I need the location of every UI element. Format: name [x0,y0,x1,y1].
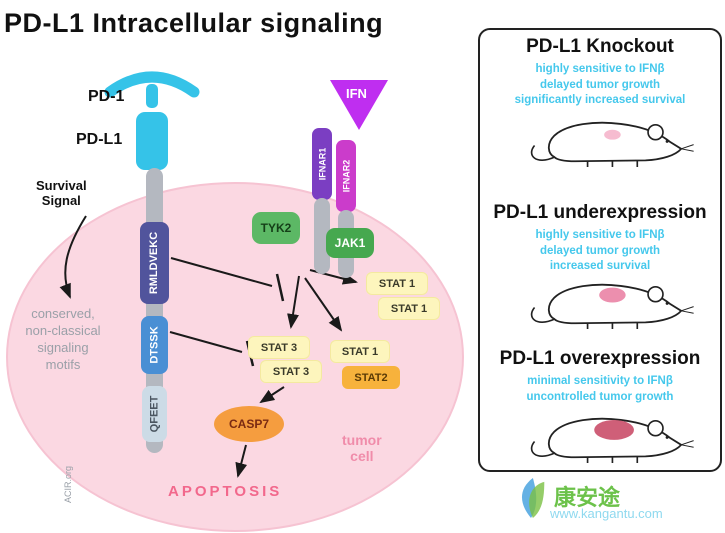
mouse-whiskers [681,440,694,448]
mouse-eye [665,301,669,305]
ifnar1-receptor: IFNAR1 [312,128,332,200]
logo-leaf-green [529,481,545,518]
note-line: increased survival [549,260,651,273]
section-notes-knockout: highly sensitive to IFNβ delayed tumor g… [480,62,720,109]
note-line: minimal sensitivity to IFNβ [527,375,673,387]
mouse-ear [647,123,664,141]
mouse-legs [586,456,639,464]
pdl1-label: PD-L1 [76,131,123,148]
mouse-legs [586,160,639,168]
jak1-kinase: JAK1 [326,228,374,258]
section-notes-underexpression: highly sensitive to IFNβ delayed tumor g… [480,228,720,275]
pd1-label: PD-1 [88,88,125,105]
note-line: delayed tumor growth [539,244,661,257]
stat1-molecule: STAT 1 [330,340,390,363]
mouse-illustration-knockout [530,121,694,168]
phenotype-panel: PD-L1 Knockout highly sensitive to IFNβ … [478,28,722,472]
section-notes-overexpression: minimal sensitivity to IFNβ uncontrolled… [480,374,720,405]
tumor-spot [599,287,626,303]
mouse-ear [647,285,664,303]
ifnar2-receptor: IFNAR2 [336,140,356,212]
tumor-spot [594,419,634,440]
stat1-molecule: STAT 1 [366,272,428,295]
note-line: highly sensitive to IFNβ [535,63,665,75]
stat3-molecule: STAT 3 [248,336,310,359]
mouse-illustration-underexpression [530,283,694,330]
ifn-label: IFN [346,86,367,101]
ifnar1-label: IFNAR1 [317,147,328,181]
mouse-tail [530,440,555,457]
motif-qfeet: QFEET [142,386,167,442]
section-title-overexpression: PD-L1 overexpression [499,348,701,369]
section-title-underexpression: PD-L1 underexpression [493,202,707,223]
pdl1-molecule [136,112,168,170]
motif-qfeet-label: QFEET [148,395,161,433]
mouse-eye [665,139,669,143]
kangantu-logo-icon [521,478,545,518]
brand-url-link[interactable]: www.kangantu.com [550,506,663,521]
ifn-ligand-shape [330,80,388,130]
mouse-eye [665,435,669,439]
section-title-knockout: PD-L1 Knockout [526,36,674,57]
credit-label: ACIR.org [63,465,73,503]
ifnar1-stalk [314,198,330,274]
motif-rmldvekc: RMLDVEKC [140,222,169,304]
mouse-whiskers [681,144,694,152]
note-line: uncontrolled tumor growth [526,390,674,403]
casp7-molecule: CASP7 [214,406,284,442]
pd1-stem [146,84,158,108]
pd1-cap [104,71,200,98]
ifnar2-label: IFNAR2 [341,159,352,193]
motif-dtssk-label: DTSSK [148,326,161,364]
mouse-legs [586,322,639,330]
apoptosis-label: APOPTOSIS [168,483,283,500]
pd1-receptor-shape [104,71,200,108]
motifs-note: conserved, non-classical signaling motif… [25,306,101,372]
survival-signal-label: Survival Signal [36,178,87,208]
mouse-tail [530,306,555,323]
note-line: significantly increased survival [514,94,686,107]
tumor-cell-label: tumor cell [342,432,382,464]
note-line: highly sensitive to IFNβ [535,229,665,241]
stat1-molecule: STAT 1 [378,297,440,320]
stat3-molecule: STAT 3 [260,360,322,383]
mouse-tail [530,144,555,161]
page-title: PD-L1 Intracellular signaling [4,8,384,38]
mouse-illustration-overexpression [530,417,694,464]
tyk2-kinase: TYK2 [252,212,300,244]
tumor-spot [604,129,621,140]
mouse-ear [647,419,664,437]
motif-rmldvekc-label: RMLDVEKC [148,231,161,295]
mouse-whiskers [681,306,694,314]
stat2-molecule: STAT2 [342,366,400,389]
brand-name: 康安途 [554,485,621,510]
note-line: delayed tumor growth [539,78,661,91]
motif-dtssk: DTSSK [141,316,168,374]
